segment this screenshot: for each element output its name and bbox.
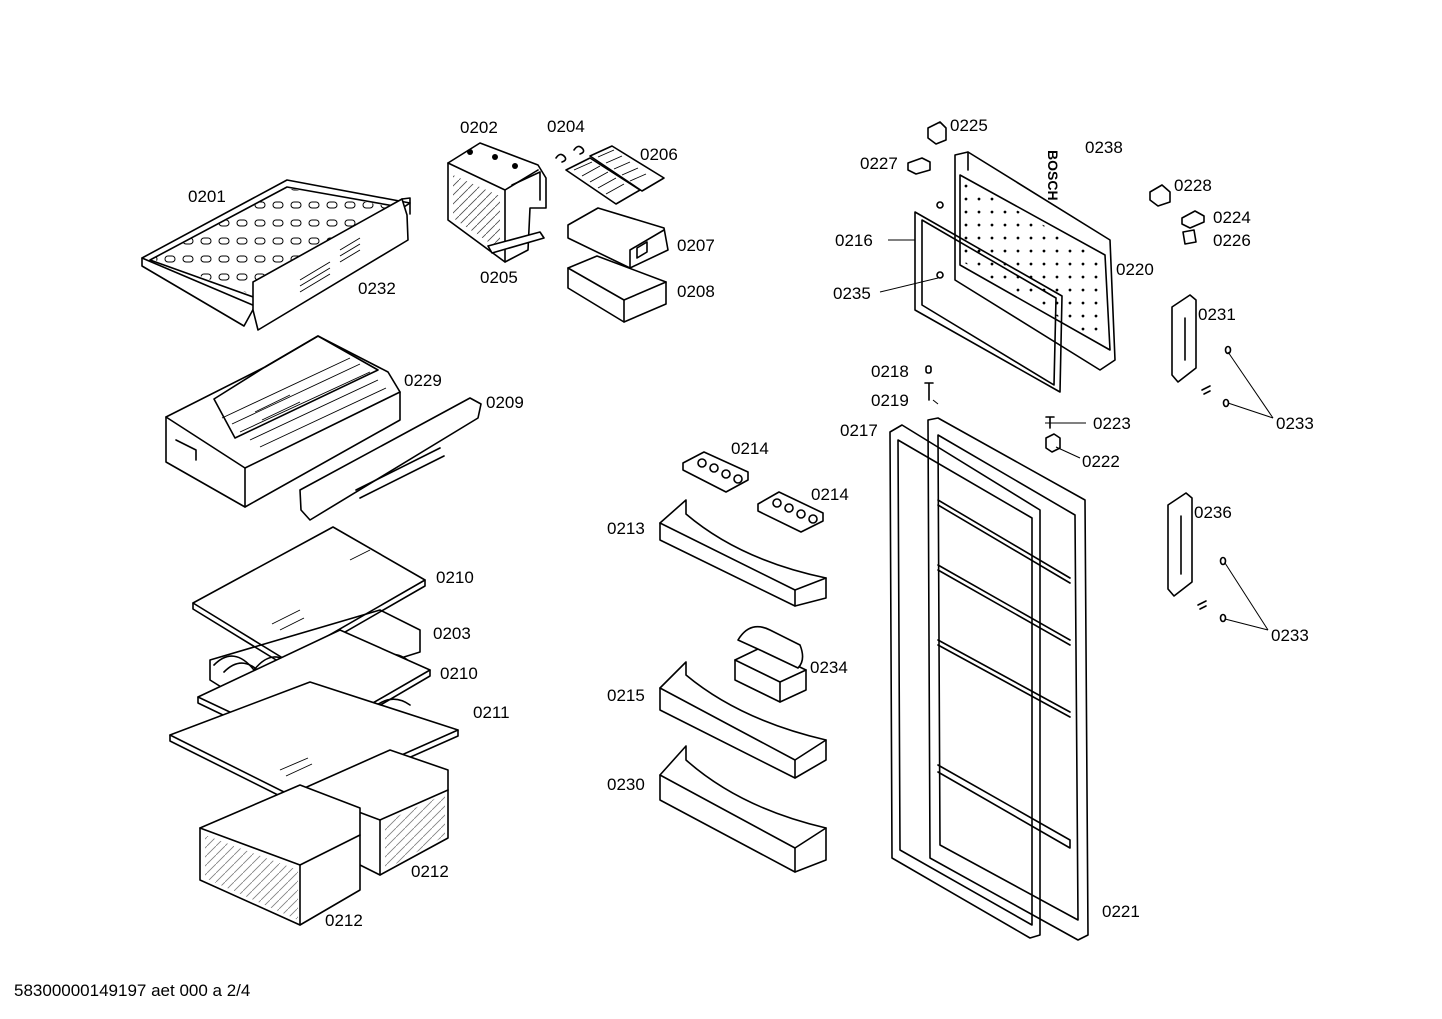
part-0213-door-shelf: [659, 499, 827, 607]
part-0228-hinge-cover: [1149, 184, 1171, 207]
label-0220: 0220: [1116, 260, 1154, 279]
label-0214-upper: 0214: [731, 439, 769, 458]
part-0212-crisper-drawer-front: [199, 784, 361, 926]
label-0216: 0216: [835, 231, 873, 250]
label-0208: 0208: [677, 282, 715, 301]
part-0208-ice-bin: [567, 255, 667, 323]
part-0214-egg-tray-lower: [757, 491, 824, 533]
label-0205: 0205: [480, 268, 518, 287]
label-0226: 0226: [1213, 231, 1251, 250]
label-0218: 0218: [871, 362, 909, 381]
label-0227: 0227: [860, 154, 898, 173]
label-0209: 0209: [486, 393, 524, 412]
part-0229-freezer-drawer: [165, 335, 401, 508]
label-0207: 0207: [677, 236, 715, 255]
part-0232-front-panel: [252, 197, 411, 331]
part-0206-ice-trays: [565, 145, 665, 205]
document-id-footer: 58300000149197 aet 000 a 2/4: [14, 981, 251, 1000]
label-0214-lower: 0214: [811, 485, 849, 504]
part-0226-part: [1182, 229, 1197, 245]
label-0222: 0222: [1082, 452, 1120, 471]
part-0205-strip: [487, 231, 545, 254]
label-0212-front: 0212: [325, 911, 363, 930]
part-0201-shelf-grid: [141, 179, 411, 327]
label-0212-back: 0212: [411, 862, 449, 881]
label-0230: 0230: [607, 775, 645, 794]
label-0210-lower: 0210: [440, 664, 478, 683]
part-0216-freezer-gasket: [914, 211, 1063, 393]
part-0217-fridge-gasket: [889, 424, 1041, 939]
label-0235: 0235: [833, 284, 871, 303]
part-0209-front-panel: [299, 397, 482, 521]
part-0234-butter-dish: [734, 625, 807, 703]
part-0219-screw: [924, 382, 934, 401]
leader-lines: [879, 239, 1274, 631]
part-0235-plug: [936, 201, 944, 279]
label-0213: 0213: [607, 519, 645, 538]
label-0210-upper: 0210: [436, 568, 474, 587]
part-0207-tray-holder: [567, 207, 669, 269]
part-0236-handle: [1167, 492, 1227, 623]
door-logo: BOSCH: [1045, 150, 1061, 201]
part-0227-cover: [907, 157, 931, 175]
label-0236: 0236: [1194, 503, 1232, 522]
label-0206: 0206: [640, 145, 678, 164]
label-0225: 0225: [950, 116, 988, 135]
label-0234: 0234: [810, 658, 848, 677]
part-0231-handle: [1171, 294, 1232, 408]
label-0233-upper: 0233: [1276, 414, 1314, 433]
label-0219: 0219: [871, 391, 909, 410]
label-0232: 0232: [358, 279, 396, 298]
part-0222-block: [1045, 433, 1061, 453]
part-0224-part: [1181, 210, 1205, 229]
label-0231: 0231: [1198, 305, 1236, 324]
label-0223: 0223: [1093, 414, 1131, 433]
label-0238: 0238: [1085, 138, 1123, 157]
label-0229: 0229: [404, 371, 442, 390]
label-0224: 0224: [1213, 208, 1251, 227]
part-0230-bottle-shelf: [659, 745, 827, 873]
label-0215: 0215: [607, 686, 645, 705]
label-0201: 0201: [188, 187, 226, 206]
label-0233-lower: 0233: [1271, 626, 1309, 645]
label-0228: 0228: [1174, 176, 1212, 195]
label-0221: 0221: [1102, 902, 1140, 921]
part-0202-fan-housing: [447, 142, 547, 263]
label-0203: 0203: [433, 624, 471, 643]
label-0204: 0204: [547, 117, 585, 136]
part-0220-freezer-door: BOSCH: [954, 150, 1116, 371]
label-0202: 0202: [460, 118, 498, 137]
part-0215-door-shelf: [659, 661, 827, 779]
label-0217: 0217: [840, 421, 878, 440]
part-0218-plug: [925, 365, 932, 374]
part-0225-hinge-cover: [927, 121, 947, 145]
part-labels: 0201 0202 0203 0204 0205 0206 0207 0208 …: [188, 116, 1314, 930]
part-0214-egg-tray-upper: [682, 451, 749, 493]
part-0204-clips: [555, 145, 585, 163]
part-0221-fridge-door: [927, 417, 1089, 941]
label-0211: 0211: [473, 703, 510, 722]
